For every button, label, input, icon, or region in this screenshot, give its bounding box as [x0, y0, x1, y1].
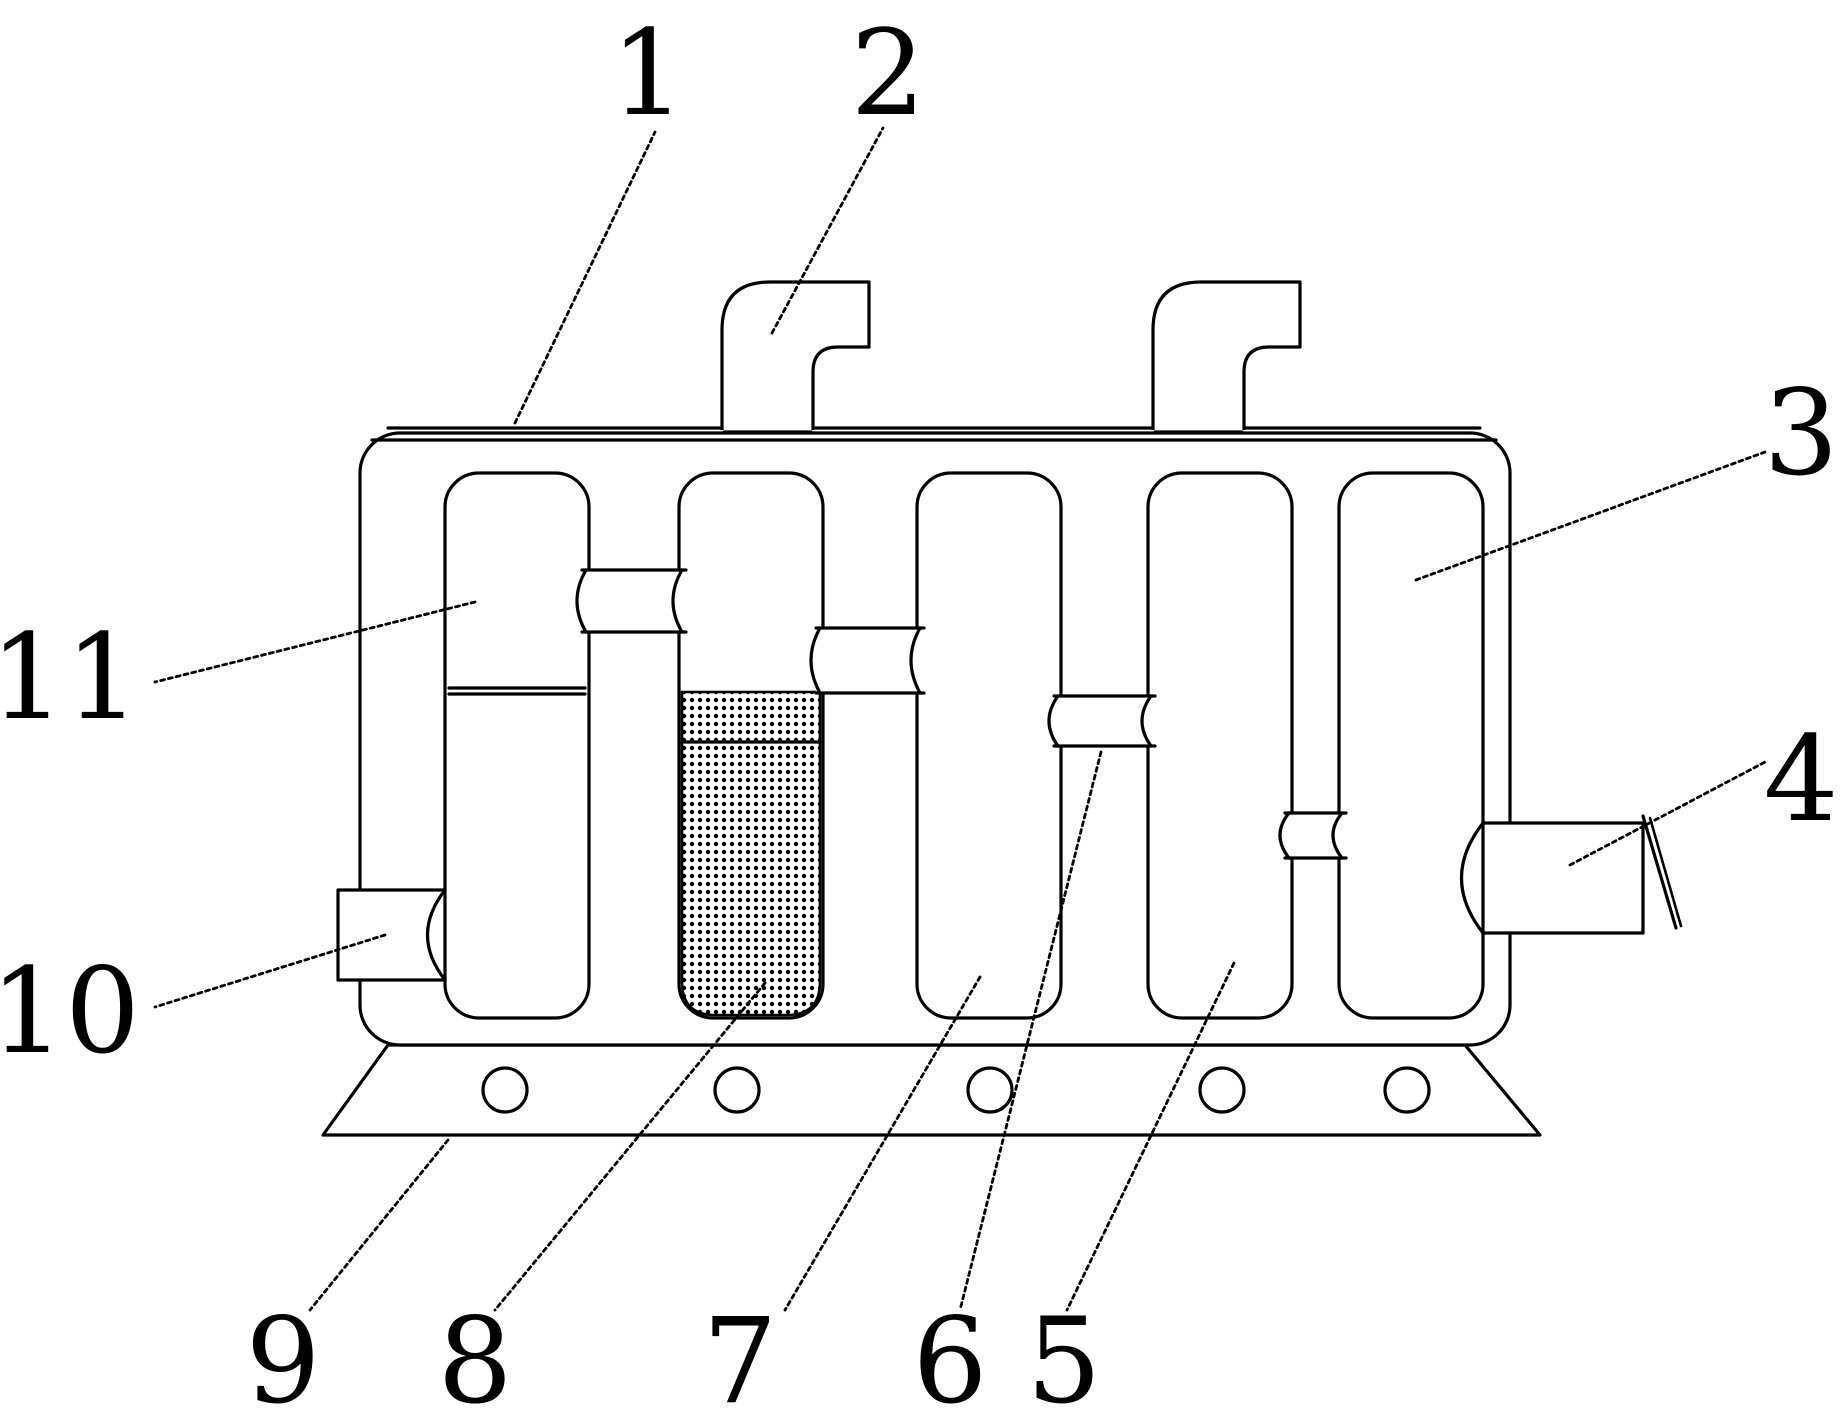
filter-media	[680, 690, 822, 1017]
base-hole	[966, 1066, 1014, 1114]
inlet-pipe	[336, 888, 448, 982]
label-8: 8	[437, 1292, 512, 1412]
chamber-11	[443, 471, 591, 1020]
base-hole	[1198, 1066, 1246, 1114]
outlet-joint	[1459, 821, 1485, 935]
label-2: 2	[850, 4, 925, 142]
label-11: 11	[0, 608, 140, 746]
label-1: 1	[610, 4, 685, 142]
base-hole	[481, 1066, 529, 1114]
inlet-joint	[426, 888, 447, 982]
outlet-pipe	[1468, 814, 1683, 935]
base-hole	[1383, 1066, 1431, 1114]
base-hole	[713, 1066, 761, 1114]
label-10: 10	[0, 942, 140, 1080]
leader-lines	[153, 126, 1767, 1312]
label-4: 4	[1763, 710, 1838, 848]
connector-pipe	[575, 568, 926, 695]
connector-pipe	[1278, 811, 1348, 860]
chamber-5	[1146, 471, 1294, 1020]
chamber-7	[915, 471, 1063, 1020]
reference-labels: 1 2 3 4 5 6 7 8 9 10 11	[0, 4, 1839, 1412]
label-3: 3	[1763, 364, 1838, 502]
label-6: 6	[912, 1292, 987, 1412]
exhaust-pipe	[720, 280, 1302, 434]
label-9: 9	[245, 1292, 320, 1412]
connector-pipe-6	[1047, 694, 1157, 748]
chamber-3	[1337, 471, 1485, 1020]
label-5: 5	[1026, 1292, 1101, 1412]
label-7: 7	[702, 1292, 777, 1412]
